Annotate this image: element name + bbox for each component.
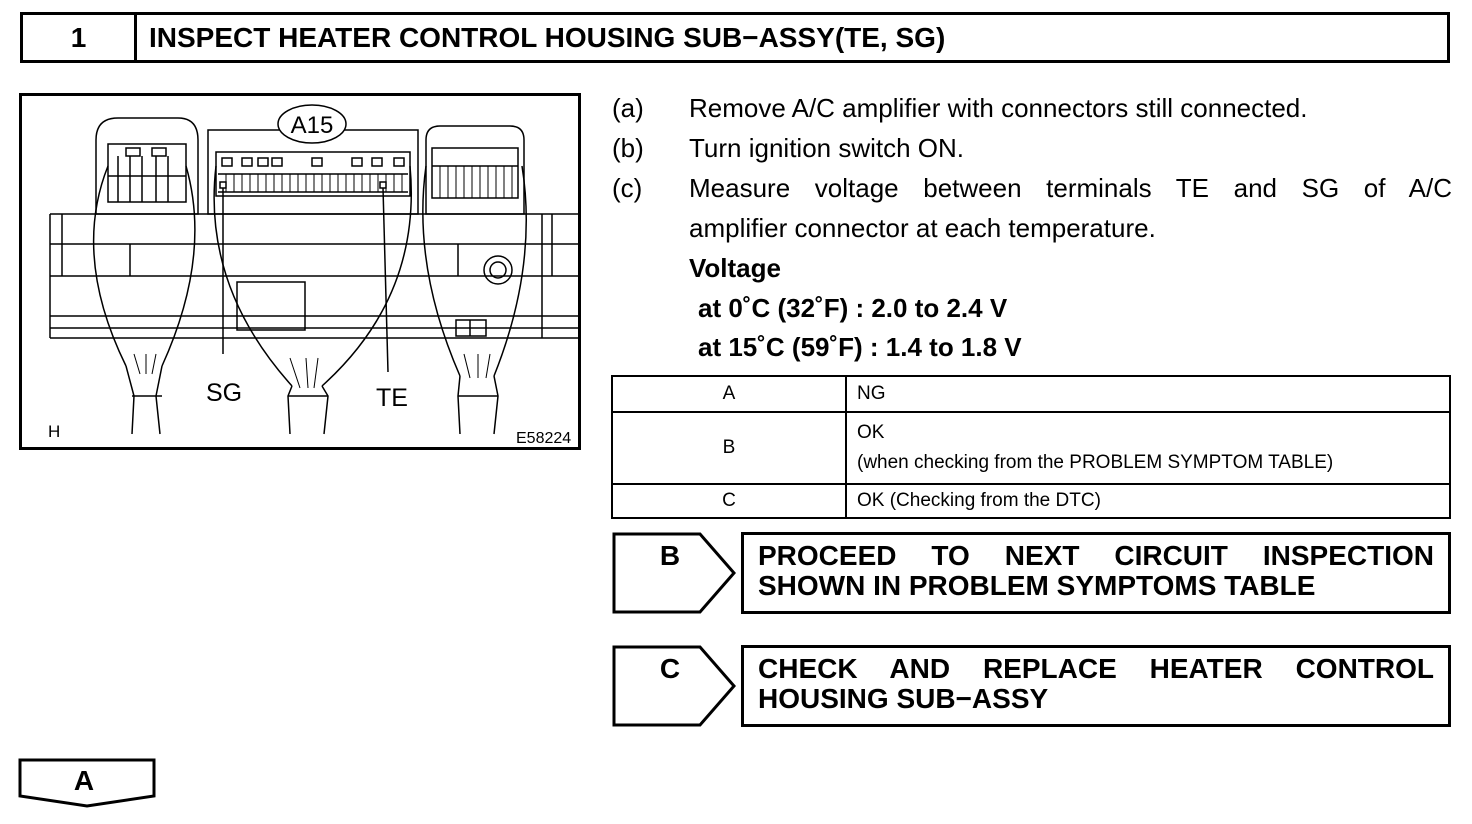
table-row: A NG (611, 375, 1451, 413)
step-c: (c) Measure voltage between terminals TE… (612, 168, 1452, 248)
step-b-text: Turn ignition switch ON. (689, 133, 965, 163)
result-c-tag: C (612, 645, 736, 727)
result-code: A (611, 375, 847, 413)
result-text: OK (857, 422, 885, 443)
result-b-tag: B (612, 532, 736, 614)
result-text: NG (845, 375, 1451, 413)
result-b-line1: PROCEED TO NEXT CIRCUIT INSPECTION (758, 540, 1434, 571)
spec-line-1: at 0˚C (32˚F) : 2.0 to 2.4 V (698, 293, 1008, 323)
result-code: B (611, 411, 847, 485)
result-b-tag-label: B (660, 540, 680, 571)
step-a-label: (a) (612, 93, 644, 123)
left-connector (95, 117, 199, 215)
result-b-line2: SHOWN IN PROBLEM SYMPTOMS TABLE (758, 570, 1316, 601)
result-c-box[interactable]: CHECK AND REPLACE HEATER CONTROL HOUSING… (741, 645, 1451, 727)
table-row: B OK (when checking from the PROBLEM SYM… (611, 411, 1451, 485)
step-b: (b) Turn ignition switch ON. (612, 128, 1452, 168)
te-terminal-label: TE (376, 384, 408, 412)
result-c-line2: HOUSING SUB−ASSY (758, 683, 1049, 714)
te-leader-line (382, 187, 389, 373)
result-c-tag-label: C (660, 653, 680, 684)
panel-lines (49, 213, 578, 339)
spec-heading: Voltage (689, 253, 781, 283)
result-code: C (611, 483, 847, 519)
step-c-text-line1: Measure voltage between terminals TE and… (689, 173, 1452, 203)
wire-harnesses (92, 165, 528, 435)
right-connector (425, 125, 525, 215)
step-title: INSPECT HEATER CONTROL HOUSING SUB−ASSY(… (149, 21, 946, 53)
connector-illustration: A15 SG TE H E58224 (19, 93, 581, 450)
spec-line-2: at 15˚C (59˚F) : 1.4 to 1.8 V (698, 332, 1022, 362)
result-note: (when checking from the PROBLEM SYMPTOM … (857, 452, 1334, 473)
step-header: 1 INSPECT HEATER CONTROL HOUSING SUB−ASS… (20, 12, 1450, 63)
step-a: (a) Remove A/C amplifier with connectors… (612, 88, 1452, 128)
connector-drawing: A15 SG TE H E58224 (48, 104, 578, 447)
result-table: A NG B OK (when checking from the PROBLE… (611, 375, 1451, 519)
result-text: OK (Checking from the DTC) (845, 483, 1451, 519)
figure-id: E58224 (516, 430, 571, 447)
step-b-label: (b) (612, 133, 644, 163)
step-number: 1 (23, 15, 137, 60)
step-c-label: (c) (612, 173, 643, 203)
result-a-tag-label: A (74, 765, 94, 796)
table-row: C OK (Checking from the DTC) (611, 483, 1451, 519)
sg-terminal-label: SG (206, 379, 242, 407)
step-c-text-line2: amplifier connector at each temperature. (689, 213, 1156, 243)
middle-connector (207, 104, 419, 215)
result-b-box[interactable]: PROCEED TO NEXT CIRCUIT INSPECTION SHOWN… (741, 532, 1451, 614)
connector-a15-label: A15 (291, 112, 334, 139)
result-a-tag[interactable]: A (18, 758, 158, 810)
step-a-text: Remove A/C amplifier with connectors sti… (689, 93, 1308, 123)
figure-corner-label: H (48, 422, 60, 441)
result-cell: OK (when checking from the PROBLEM SYMPT… (845, 411, 1451, 485)
result-c-line1: CHECK AND REPLACE HEATER CONTROL (758, 653, 1434, 684)
